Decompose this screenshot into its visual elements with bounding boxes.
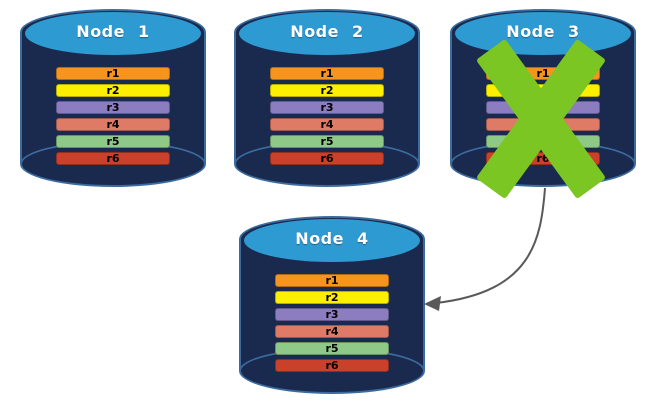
replica-row-r1: r1	[270, 67, 384, 80]
row-list: r1 r2 r3 r4 r5 r6	[275, 274, 389, 376]
row-list: r1 r2 r3 r4 r5 r6	[270, 67, 384, 169]
failure-x-icon	[475, 38, 607, 199]
arrow-curve	[435, 187, 546, 304]
replica-row-r4: r4	[56, 118, 170, 131]
node-title: Node 4	[295, 229, 369, 248]
row-list: r1 r2 r3 r4 r5 r6	[56, 67, 170, 169]
replica-row-r4: r4	[270, 118, 384, 131]
replica-row-r3: r3	[56, 101, 170, 114]
node-title: Node 3	[506, 22, 580, 41]
cylinder-top-face	[244, 219, 420, 262]
replica-row-r3: r3	[275, 308, 389, 321]
node-1-cylinder: Node 1 r1 r2 r3 r4 r5 r6	[20, 9, 206, 187]
replica-row-r6: r6	[270, 152, 384, 165]
replica-row-r1: r1	[275, 274, 389, 287]
replica-row-r1: r1	[56, 67, 170, 80]
replica-row-r5: r5	[275, 342, 389, 355]
node-2-cylinder: Node 2 r1 r2 r3 r4 r5 r6	[234, 9, 420, 187]
node-title: Node 2	[290, 22, 364, 41]
node-4-cylinder: Node 4 r1 r2 r3 r4 r5 r6	[239, 216, 425, 394]
replica-row-r5: r5	[270, 135, 384, 148]
replica-row-r6: r6	[56, 152, 170, 165]
node-title: Node 1	[76, 22, 150, 41]
replica-row-r2: r2	[275, 291, 389, 304]
cylinder-top-face	[455, 12, 631, 55]
node-3-cylinder: Node 3 r1 r2 r3 r4 r5 r6	[450, 9, 636, 199]
cylinder-top-face	[25, 12, 201, 55]
replica-row-r2: r2	[56, 84, 170, 97]
replica-row-r3: r3	[270, 101, 384, 114]
replica-row-r5: r5	[56, 135, 170, 148]
arrowhead-icon	[424, 296, 441, 311]
replica-row-r6: r6	[275, 359, 389, 372]
replica-row-r2: r2	[270, 84, 384, 97]
replica-row-r4: r4	[275, 325, 389, 338]
cylinder-top-face	[239, 12, 415, 55]
